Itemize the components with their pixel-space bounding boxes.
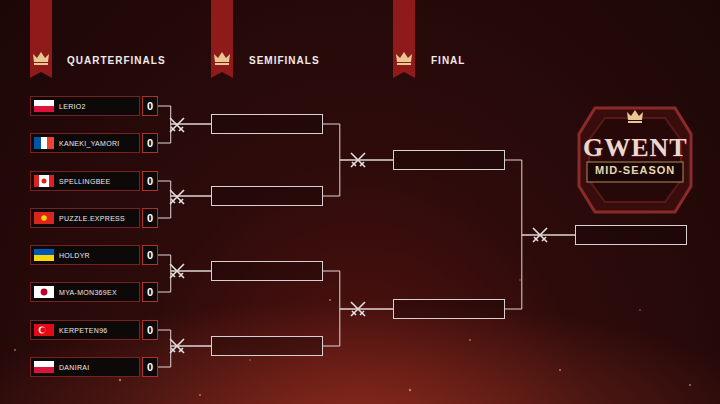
bracket-connector — [158, 255, 211, 271]
player-name: DANIRAI — [59, 364, 90, 371]
player-box: MYA-MON369EX 0 — [30, 282, 158, 302]
score-box: 0 — [142, 282, 158, 302]
bracket-slot — [575, 225, 687, 245]
player-name: LERIO2 — [59, 103, 86, 110]
bracket-connector — [323, 309, 393, 346]
player-box: KERPETEN96 0 — [30, 320, 158, 340]
player-name: PUZZLE.EXPRESS — [59, 215, 125, 222]
bracket-connector — [158, 196, 211, 218]
bracket-connector — [158, 330, 211, 346]
country-flag — [34, 137, 54, 149]
player-box: KANEKI_YAMORI 0 — [30, 133, 158, 153]
score-box: 0 — [142, 171, 158, 191]
score-box: 0 — [142, 245, 158, 265]
player-name-box: HOLDYR — [30, 245, 140, 265]
player-box: DANIRAI 0 — [30, 357, 158, 377]
bracket-connector — [323, 160, 393, 196]
player-name-box: SPELLINGBEE — [30, 171, 140, 191]
player-box: LERIO2 0 — [30, 96, 158, 116]
player-name: KERPETEN96 — [59, 327, 108, 334]
round-heading: SEMIFINALS — [249, 55, 320, 66]
player-name-box: DANIRAI — [30, 357, 140, 377]
score-box: 0 — [142, 133, 158, 153]
round-heading: FINAL — [431, 55, 465, 66]
country-flag — [34, 175, 54, 187]
country-flag — [34, 212, 54, 224]
player-name-box: PUZZLE.EXPRESS — [30, 208, 140, 228]
bracket-connector — [323, 124, 393, 160]
bracket-slot — [211, 186, 323, 206]
player-name-box: KANEKI_YAMORI — [30, 133, 140, 153]
country-flag — [34, 286, 54, 298]
bracket-connector — [158, 271, 211, 292]
score-box: 0 — [142, 96, 158, 116]
bracket-connector — [158, 181, 211, 196]
bracket-connector — [158, 124, 211, 143]
player-box: HOLDYR 0 — [30, 245, 158, 265]
bracket-slot — [211, 336, 323, 356]
bracket-slot — [211, 114, 323, 134]
score-box: 0 — [142, 320, 158, 340]
round-heading: QUARTERFINALS — [67, 55, 166, 66]
player-box: PUZZLE.EXPRESS 0 — [30, 208, 158, 228]
bracket-slot — [393, 299, 505, 319]
player-name-box: MYA-MON369EX — [30, 282, 140, 302]
bracket-connector — [323, 271, 393, 309]
player-name-box: LERIO2 — [30, 96, 140, 116]
player-name: HOLDYR — [59, 252, 90, 259]
player-name: MYA-MON369EX — [59, 289, 117, 296]
score-box: 0 — [142, 357, 158, 377]
logo-text: GWENT — [583, 133, 688, 163]
bracket-connector — [505, 160, 575, 235]
bracket-connector — [505, 235, 575, 309]
player-name-box: KERPETEN96 — [30, 320, 140, 340]
bracket-connector — [158, 346, 211, 367]
logo-subtitle: MID-SEASON — [595, 164, 675, 176]
country-flag — [34, 361, 54, 373]
score-box: 0 — [142, 208, 158, 228]
country-flag — [34, 249, 54, 261]
bracket-slot — [211, 261, 323, 281]
country-flag — [34, 100, 54, 112]
player-name: KANEKI_YAMORI — [59, 140, 120, 147]
player-box: SPELLINGBEE 0 — [30, 171, 158, 191]
bracket-connector — [158, 106, 211, 124]
country-flag — [34, 324, 54, 336]
bracket-slot — [393, 150, 505, 170]
player-name: SPELLINGBEE — [59, 178, 111, 185]
